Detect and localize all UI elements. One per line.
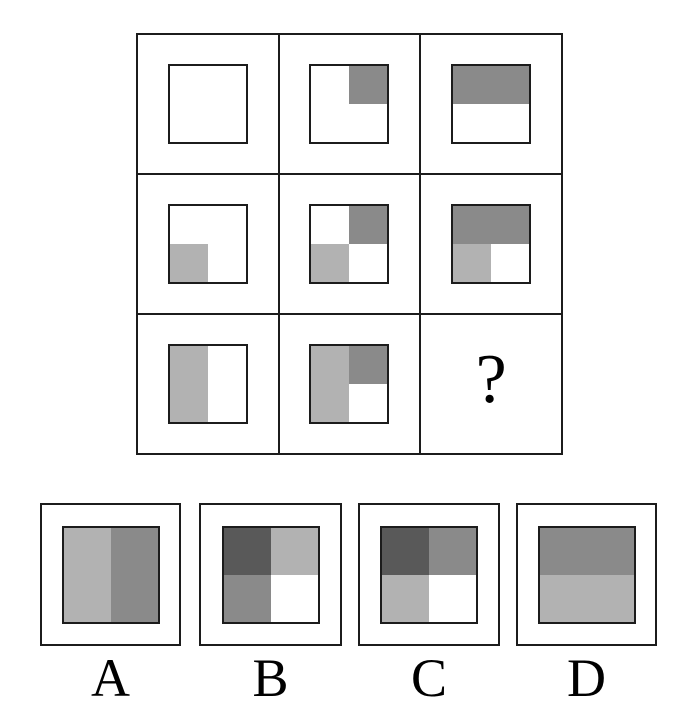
quadrant-tl-white <box>169 206 208 244</box>
quadrant-bl-light <box>539 574 587 622</box>
quadrant-br-medium <box>110 574 158 622</box>
quadrant-tr-medium <box>110 527 158 575</box>
grid-cell-r2c1 <box>138 175 278 313</box>
quadrant-tl-white <box>311 66 350 104</box>
quadrant-tl-light <box>169 346 208 384</box>
quadrant-bl-medium <box>223 574 271 622</box>
quadrant-tl-dark <box>382 527 429 575</box>
quadrant-bl-light <box>169 244 208 282</box>
pattern-square-r3c2 <box>309 344 390 424</box>
quadrant-bl-white <box>311 104 350 142</box>
option-D: D <box>516 503 657 705</box>
quadrant-br-light <box>586 574 634 622</box>
option-pattern-square-C <box>380 525 478 624</box>
quadrant-tl-medium <box>453 66 492 104</box>
quadrant-br-white <box>207 384 246 422</box>
option-box-C[interactable] <box>358 503 500 646</box>
quadrant-bl-light <box>63 574 111 622</box>
quadrant-br-white <box>491 244 530 282</box>
grid-cell-r2c3 <box>421 175 561 313</box>
quadrant-br-white <box>349 384 388 422</box>
option-B: B <box>199 503 342 705</box>
option-A: A <box>40 503 181 705</box>
quadrant-bl-light <box>311 384 350 422</box>
quadrant-tl-white <box>311 206 350 244</box>
quadrant-bl-light <box>311 244 350 282</box>
option-pattern-square-B <box>221 525 320 624</box>
pattern-square-r2c2 <box>309 204 390 284</box>
option-label: C <box>410 648 448 708</box>
option-C: C <box>358 503 500 705</box>
quadrant-bl-light <box>382 574 429 622</box>
option-label: B <box>252 648 289 708</box>
option-label: A <box>91 648 130 708</box>
quadrant-tl-dark <box>223 527 271 575</box>
quadrant-tr-medium <box>429 527 476 575</box>
grid-cell-r1c3 <box>421 35 561 173</box>
quadrant-tr-white <box>207 66 246 104</box>
quadrant-tr-medium <box>491 66 530 104</box>
quadrant-tr-light <box>270 527 318 575</box>
grid-cell-r3c3: ? <box>421 315 561 453</box>
quadrant-bl-light <box>169 384 208 422</box>
pattern-square-r2c1 <box>167 204 248 284</box>
option-pattern-square-A <box>61 525 160 624</box>
option-box-A[interactable] <box>40 503 181 646</box>
quadrant-bl-white <box>453 104 492 142</box>
quadrant-br-white <box>207 104 246 142</box>
pattern-square-r1c3 <box>451 64 532 144</box>
grid-cell-r3c2 <box>279 315 420 453</box>
quadrant-br-white <box>207 244 246 282</box>
option-box-B[interactable] <box>199 503 342 646</box>
quadrant-br-white <box>349 104 388 142</box>
grid-cell-r1c1 <box>138 35 278 173</box>
pattern-square-r1c1 <box>167 64 248 144</box>
quadrant-tl-medium <box>539 527 587 575</box>
quadrant-tl-light <box>311 346 350 384</box>
grid-cell-r2c2 <box>279 175 420 313</box>
quadrant-tr-white <box>207 206 246 244</box>
pattern-square-r3c1 <box>167 344 248 424</box>
option-pattern-square-D <box>537 525 636 624</box>
quadrant-tr-medium <box>586 527 634 575</box>
quadrant-tr-medium <box>491 206 530 244</box>
quadrant-tl-medium <box>453 206 492 244</box>
quadrant-tr-white <box>207 346 246 384</box>
quadrant-bl-light <box>453 244 492 282</box>
option-label: D <box>567 648 606 708</box>
grid-cell-r1c2 <box>279 35 420 173</box>
quadrant-tl-white <box>169 66 208 104</box>
quadrant-tr-medium <box>349 346 388 384</box>
answer-options-row: A B C D <box>0 503 700 705</box>
quadrant-bl-white <box>169 104 208 142</box>
grid-cell-r3c1 <box>138 315 278 453</box>
quadrant-br-white <box>491 104 530 142</box>
quadrant-tl-light <box>63 527 111 575</box>
question-mark: ? <box>475 341 507 418</box>
option-box-D[interactable] <box>516 503 657 646</box>
puzzle-matrix: ? <box>136 33 563 455</box>
quadrant-br-white <box>270 574 318 622</box>
pattern-square-r1c2 <box>309 64 390 144</box>
pattern-square-r2c3 <box>451 204 532 284</box>
quadrant-tr-medium <box>349 66 388 104</box>
quadrant-tr-medium <box>349 206 388 244</box>
quadrant-br-white <box>349 244 388 282</box>
quadrant-br-white <box>429 574 476 622</box>
